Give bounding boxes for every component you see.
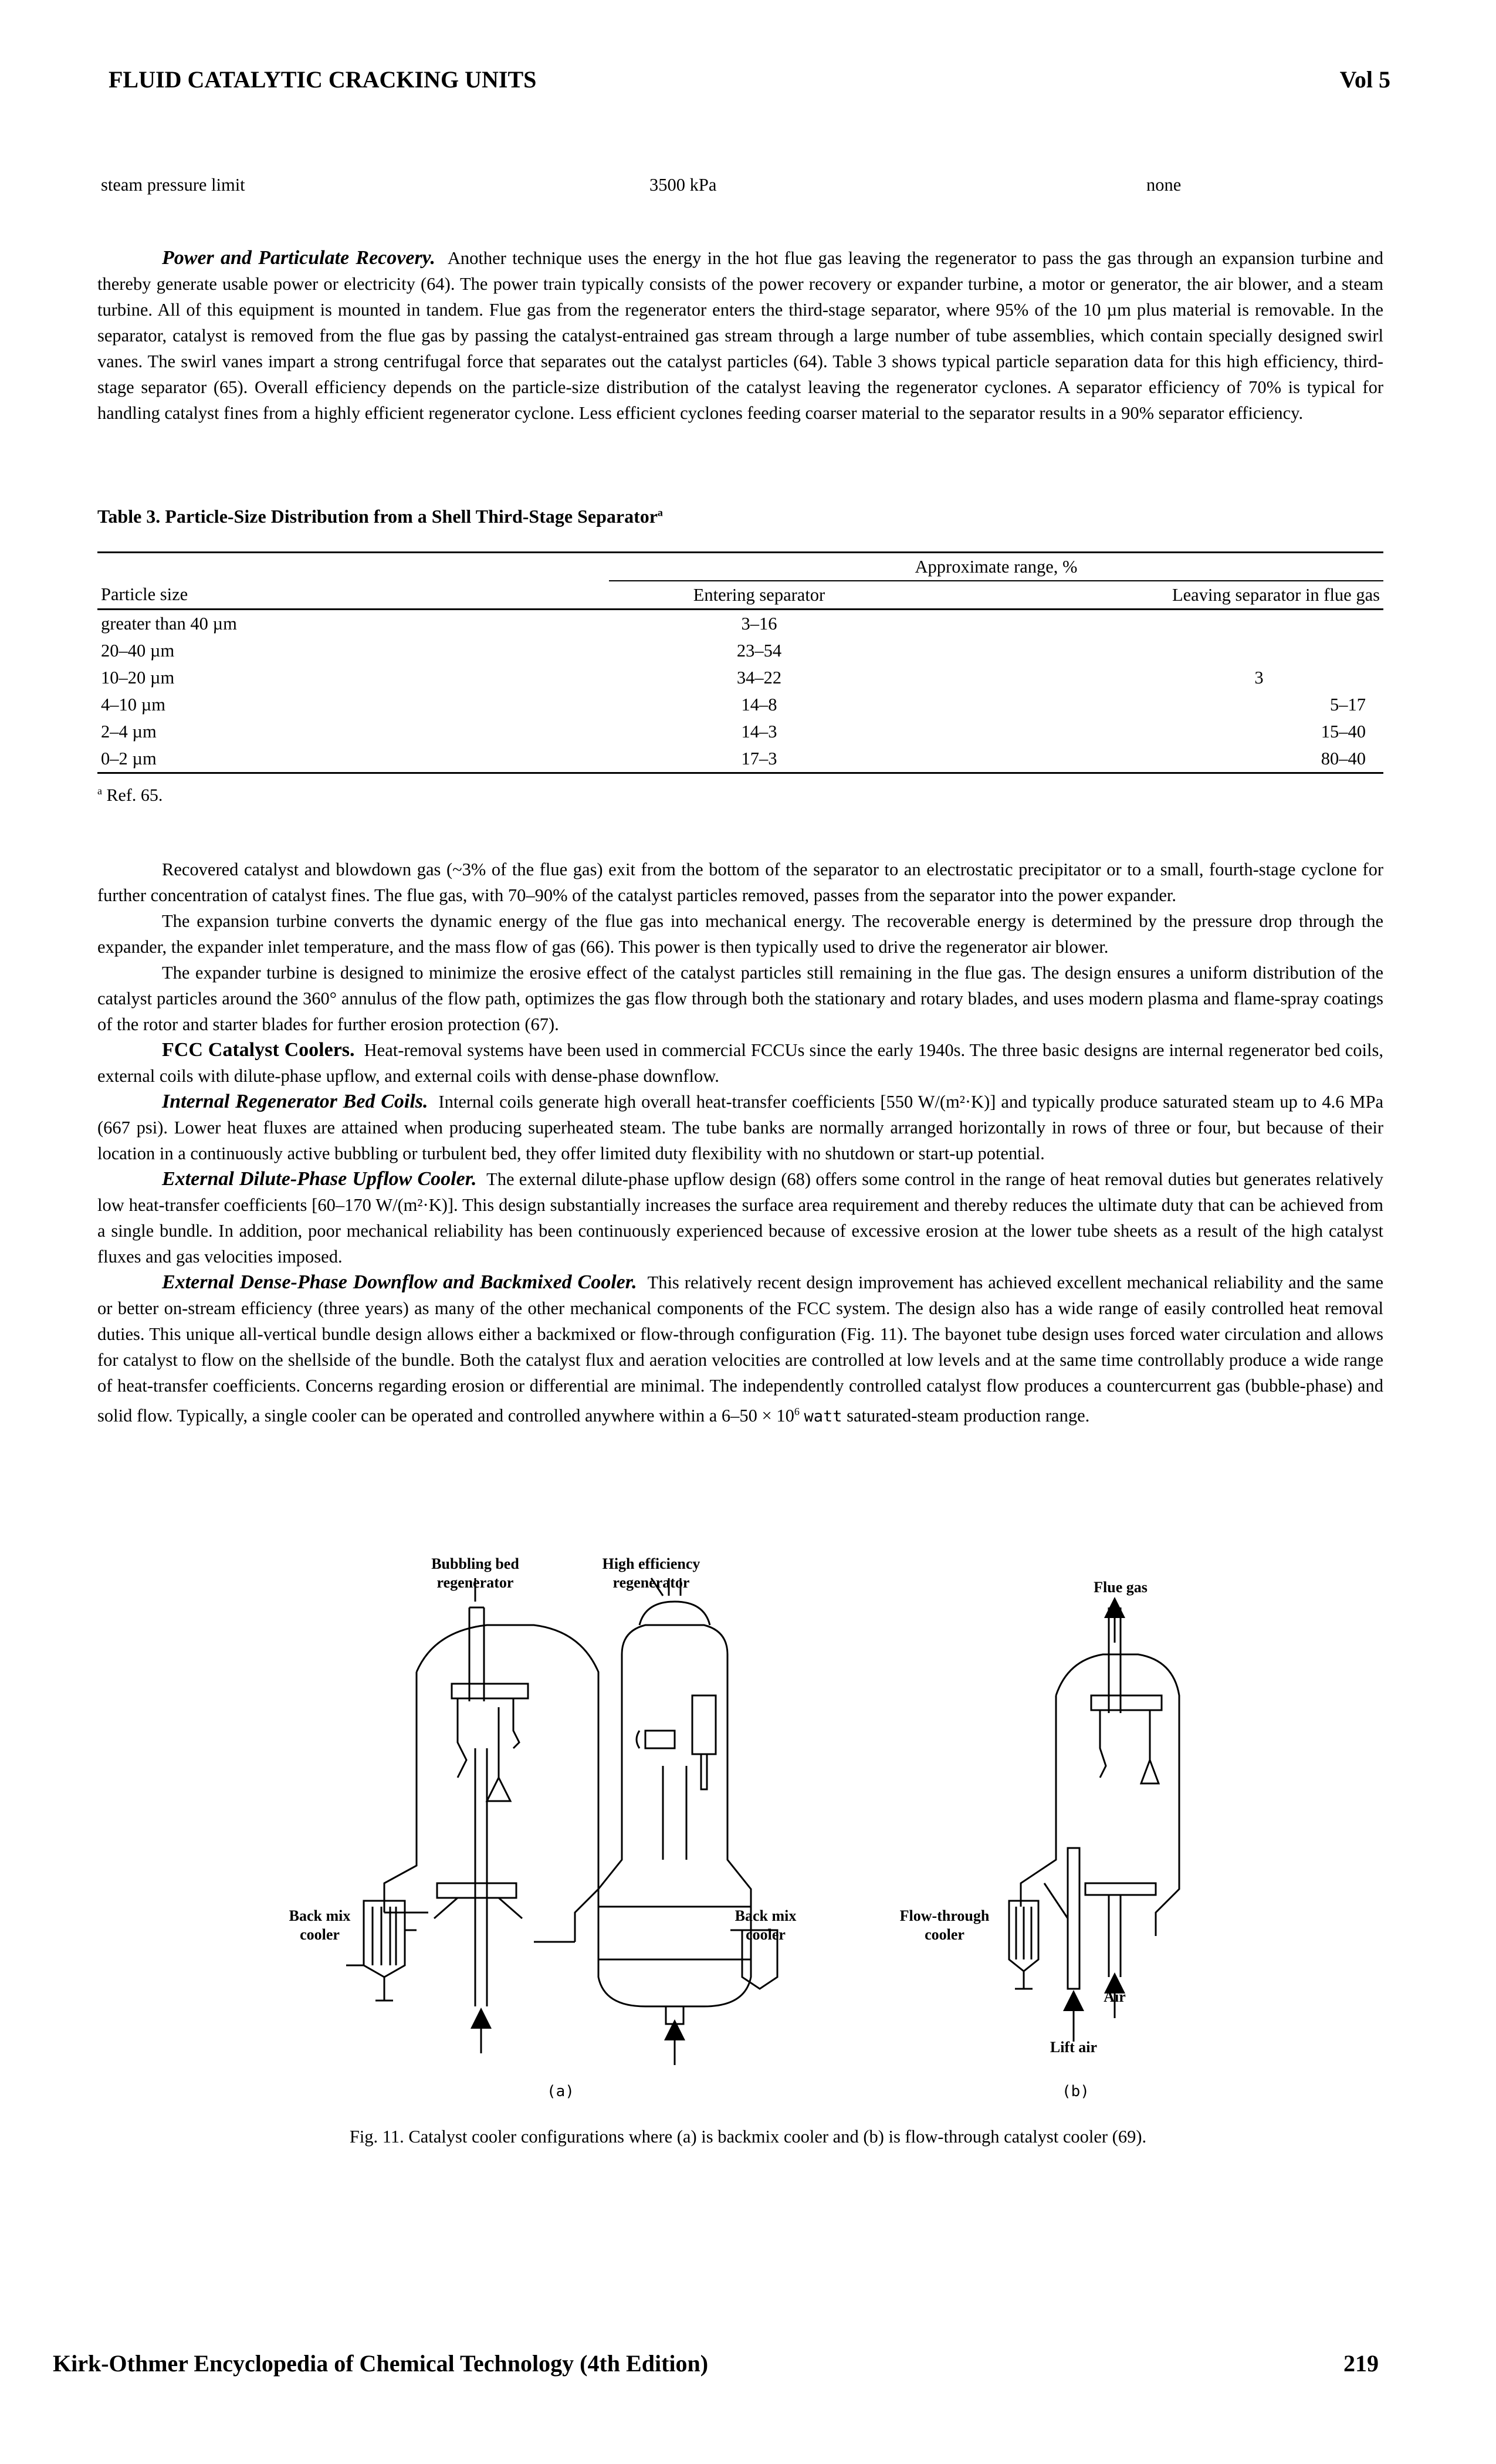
table-cell: 5–17 [1330, 694, 1366, 715]
label-back-mix-cooler-a: Back mix cooler [289, 1907, 351, 1943]
label-lift-air: Lift air [1050, 2039, 1098, 2056]
label-back-mix-cooler-b: Back mix cooler [735, 1907, 797, 1943]
section-heading: FCC Catalyst Coolers. [162, 1039, 355, 1061]
paragraph-text: Heat-removal systems have been used in c… [97, 1040, 1383, 1086]
table-cell: greater than 40 µm [101, 613, 237, 634]
row-value: 3500 kPa [649, 175, 717, 195]
table-cell: 17–3 [741, 748, 777, 769]
table-cell: 2–4 µm [101, 721, 157, 742]
footer-title: Kirk-Othmer Encyclopedia of Chemical Tec… [53, 2350, 709, 2377]
table-3: Approximate range, % Particle size Enter… [97, 551, 1383, 774]
table-row: 4–10 µm 14–8 5–17 [97, 691, 1383, 718]
table-cell: 14–8 [741, 694, 777, 715]
table-cell: 4–10 µm [101, 694, 165, 715]
table-row: 2–4 µm 14–3 15–40 [97, 718, 1383, 745]
table-cell: 3 [1254, 667, 1264, 688]
table-cell: 20–40 µm [101, 640, 175, 661]
exponent: 6 [794, 1406, 800, 1417]
paragraph-text: This relatively recent design improvemen… [97, 1272, 1384, 1426]
section-heading: Internal Regenerator Bed Coils. [162, 1091, 428, 1112]
table-cell: 34–22 [736, 667, 782, 688]
paragraph-dense-phase: External Dense-Phase Downflow and Backmi… [97, 1270, 1383, 1430]
subfigure-label-b: (b) [1062, 2083, 1089, 2100]
unit: watt [804, 1407, 842, 1426]
table-cell [909, 637, 1383, 664]
footnote-mark: a [97, 785, 102, 797]
label-high-efficiency: High efficiency regenerator [602, 1555, 700, 1591]
column-header: Leaving separator in flue gas [1172, 584, 1380, 605]
table-cell: 14–3 [741, 721, 777, 742]
table-caption-footnote-mark: a [657, 506, 663, 519]
table-cell: 3–16 [741, 613, 777, 634]
section-heading: Power and Particulate Recovery. [162, 247, 436, 269]
paragraph-internal-coils: Internal Regenerator Bed Coils. Internal… [97, 1089, 1383, 1166]
paragraph-text: saturated-steam production range. [847, 1406, 1090, 1426]
paragraph-text: The external dilute-phase upflow design … [97, 1169, 1383, 1267]
label-air: Air [1104, 1988, 1126, 2005]
table-caption: Table 3. Particle-Size Distribution from… [97, 506, 663, 527]
page-number: 219 [1343, 2350, 1379, 2377]
column-header: Particle size [101, 584, 188, 604]
paragraph-dilute-phase: External Dilute-Phase Upflow Cooler. The… [97, 1166, 1383, 1270]
flow-through-regenerator [1008, 1607, 1180, 1990]
paragraph-text: Internal coils generate high overall hea… [97, 1092, 1384, 1163]
section-heading: External Dense-Phase Downflow and Backmi… [162, 1271, 637, 1293]
table-row: 0–2 µm 17–3 80–40 [97, 745, 1383, 773]
column-header: Entering separator [693, 584, 825, 605]
paragraph: Recovered catalyst and blowdown gas (~3%… [97, 859, 1383, 905]
table-row: 20–40 µm 23–54 [97, 637, 1383, 664]
figure-caption: Fig. 11. Catalyst cooler configurations … [349, 2127, 1147, 2147]
running-header-volume: Vol 5 [1339, 66, 1390, 93]
paragraph-fcc-coolers: FCC Catalyst Coolers. Heat-removal syste… [97, 1037, 1383, 1089]
table-cell: 10–20 µm [101, 667, 175, 688]
table-cell: 80–40 [1321, 748, 1366, 769]
table-cell: 23–54 [736, 640, 782, 661]
running-header-title: FLUID CATALYTIC CRACKING UNITS [109, 66, 537, 93]
paragraph-text: Another technique uses the energy in the… [97, 248, 1384, 423]
section-power-recovery: Power and Particulate Recovery. Another … [97, 245, 1383, 426]
table-footnote: a Ref. 65. [97, 785, 163, 805]
body-paragraphs: Recovered catalyst and blowdown gas (~3%… [97, 857, 1383, 1430]
table-cell [909, 610, 1383, 638]
leader-line [650, 1578, 664, 1596]
bubbling-bed-regenerator [346, 1606, 600, 2006]
table-group-header: Approximate range, % [609, 552, 1383, 581]
figure-11-drawing [346, 1578, 1180, 2065]
table-row: greater than 40 µm 3–16 [97, 610, 1383, 638]
label-flue-gas: Flue gas [1094, 1579, 1148, 1596]
paragraph: The expansion turbine converts the dynam… [97, 911, 1383, 957]
row-other: none [1146, 175, 1182, 195]
label-flow-through-cooler: Flow-through cooler [899, 1907, 990, 1943]
label-bubbling-bed: Bubbling bed regenerator [431, 1555, 519, 1591]
subfigure-label-a: (a) [547, 2083, 574, 2100]
footnote-text: Ref. 65. [106, 786, 163, 805]
table-cell: 0–2 µm [101, 748, 157, 769]
row-label: steam pressure limit [101, 175, 245, 195]
table-cell: 15–40 [1321, 721, 1366, 742]
paragraph: The expander turbine is designed to mini… [97, 963, 1383, 1034]
high-efficiency-regenerator [597, 1578, 779, 2025]
section-heading: External Dilute-Phase Upflow Cooler. [162, 1168, 477, 1190]
figure-11: Bubbling bed regenerator High efficiency… [282, 1555, 1279, 2106]
table-row: 10–20 µm 34–22 3 [97, 664, 1383, 691]
